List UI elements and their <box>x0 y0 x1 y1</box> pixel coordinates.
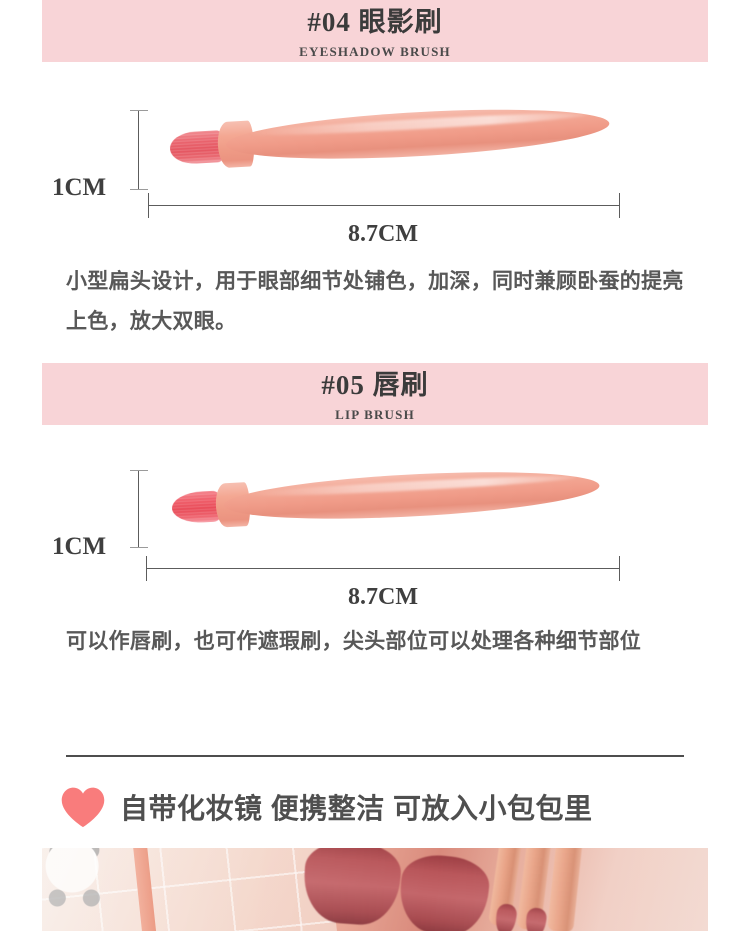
heart-icon <box>61 787 105 828</box>
feature-text: 自带化妆镜 便携整洁 可放入小包包里 <box>120 793 593 824</box>
height-dimension-label-lip: 1CM <box>52 533 107 560</box>
case-character-illustration <box>44 848 118 931</box>
banner-title-en: EYESHADOW BRUSH <box>299 44 451 59</box>
photo-lighting-overlay <box>42 848 708 931</box>
height-dimension-label-eyeshadow: 1CM <box>52 174 107 201</box>
length-dimension-line-eyeshadow <box>148 193 620 218</box>
lip-brush-icon <box>171 464 601 529</box>
section-divider <box>66 755 684 757</box>
banner-title-en: LIP BRUSH <box>335 407 415 422</box>
section-banner-eyeshadow: #04 眼影刷 EYESHADOW BRUSH <box>42 0 708 62</box>
length-dimension-label-lip: 8.7CM <box>348 584 418 610</box>
length-dimension-label-eyeshadow: 8.7CM <box>348 221 418 247</box>
eyeshadow-brush-icon <box>169 101 611 169</box>
brush-handle <box>224 101 611 167</box>
height-dimension-bracket-eyeshadow <box>130 110 148 190</box>
section-description-lip: 可以作唇刷，也可作遮瑕刷，尖头部位可以处理各种细节部位 <box>66 630 642 653</box>
brush-handle <box>222 464 601 527</box>
banner-title-cn: #05 唇刷 <box>321 370 429 400</box>
banner-title-cn: #04 眼影刷 <box>307 7 443 37</box>
product-photo-brush-set <box>42 848 708 931</box>
feature-highlight: 自带化妆镜 便携整洁 可放入小包包里 <box>60 786 593 828</box>
height-dimension-bracket-lip <box>130 470 148 548</box>
length-dimension-line-lip <box>146 556 620 581</box>
section-description-eyeshadow: 小型扁头设计，用于眼部细节处铺色，加深，同时兼顾卧蚕的提亮上色，放大双眼。 <box>66 270 684 333</box>
section-banner-lip: #05 唇刷 LIP BRUSH <box>42 363 708 425</box>
